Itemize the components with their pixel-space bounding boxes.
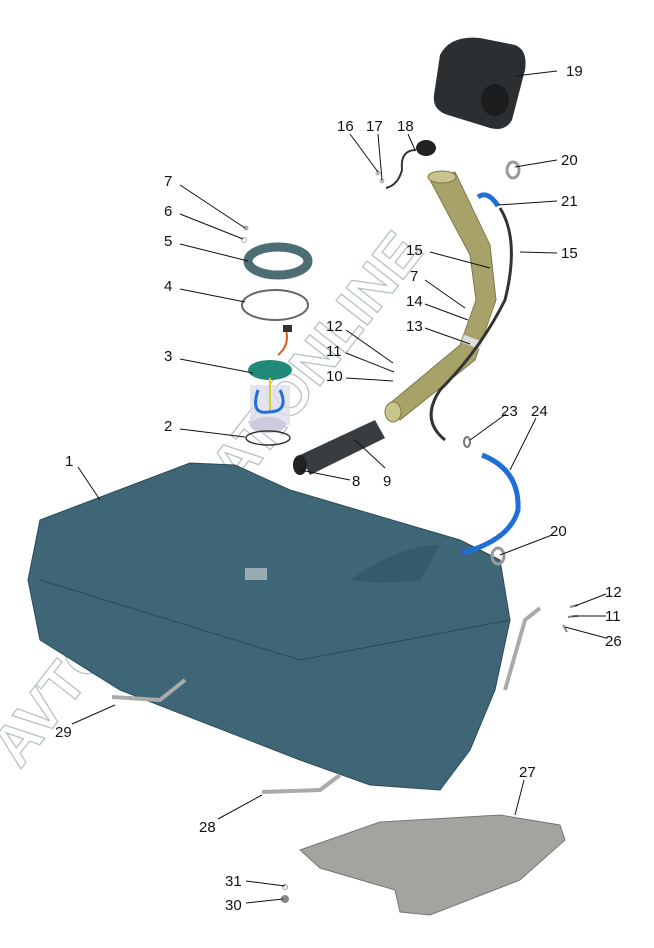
callout-8: 8 <box>352 473 360 490</box>
callout-24: 24 <box>531 403 548 420</box>
callout-labels: 19 16 17 18 20 21 15 15 7 6 5 4 3 2 7 14… <box>55 63 622 914</box>
callout-2: 2 <box>164 418 172 435</box>
part-30-bolt <box>281 895 289 903</box>
callout-5: 5 <box>164 233 172 250</box>
part-4-lock-ring <box>241 289 309 321</box>
callout-9: 9 <box>383 473 391 490</box>
part-19-cover <box>433 37 526 129</box>
callout-16: 16 <box>337 118 354 135</box>
callout-13: 13 <box>406 318 423 335</box>
callout-29: 29 <box>55 724 72 741</box>
part-2-seal <box>245 430 291 446</box>
callout-4: 4 <box>164 278 172 295</box>
part-3-fuel-pump <box>248 325 292 433</box>
callout-15-right: 15 <box>561 245 578 262</box>
part-27-heat-shield <box>299 814 566 916</box>
callout-23: 23 <box>501 403 518 420</box>
part-6-washer <box>241 237 247 243</box>
callout-6: 6 <box>164 203 172 220</box>
callout-3: 3 <box>164 348 172 365</box>
callout-14: 14 <box>406 293 423 310</box>
part-23-clamp <box>463 436 471 448</box>
callout-1: 1 <box>65 453 73 470</box>
callout-19: 19 <box>566 63 583 80</box>
callout-11: 11 <box>326 343 342 360</box>
part-29-strap <box>111 678 187 703</box>
part-1-fuel-tank <box>27 462 511 791</box>
callout-27: 27 <box>519 764 536 781</box>
callout-11-right: 11 <box>605 608 621 625</box>
callout-20-mid: 20 <box>550 523 567 540</box>
callout-18: 18 <box>397 118 414 135</box>
part-15-vent-hose <box>429 207 513 442</box>
leader-lines <box>71 70 607 904</box>
callout-17: 17 <box>366 118 383 135</box>
part-20-clamp <box>505 160 521 180</box>
callout-12-right: 12 <box>605 584 622 601</box>
part-7-nut <box>243 225 249 231</box>
callout-26: 26 <box>605 633 622 650</box>
part-20-clamp-lower <box>490 546 506 566</box>
callout-10: 10 <box>326 368 343 385</box>
part-28-strap <box>261 773 342 794</box>
part-26-bolt <box>562 604 579 633</box>
part-24-hose <box>461 452 521 556</box>
callout-28: 28 <box>199 819 216 836</box>
callout-12: 12 <box>326 318 343 335</box>
callout-20-top: 20 <box>561 152 578 169</box>
part-5-gasket <box>243 242 313 280</box>
part-9-hose <box>293 420 385 475</box>
callout-15-left: 15 <box>406 242 423 259</box>
tank-strap-right <box>503 606 542 691</box>
callout-31: 31 <box>225 873 242 890</box>
part-18-cap <box>375 140 436 189</box>
callout-30: 30 <box>225 897 242 914</box>
callout-21: 21 <box>561 193 578 210</box>
part-21-hose <box>476 192 501 208</box>
callout-7-right: 7 <box>410 268 418 285</box>
part-31-washer <box>282 884 288 890</box>
callout-7: 7 <box>164 173 172 190</box>
